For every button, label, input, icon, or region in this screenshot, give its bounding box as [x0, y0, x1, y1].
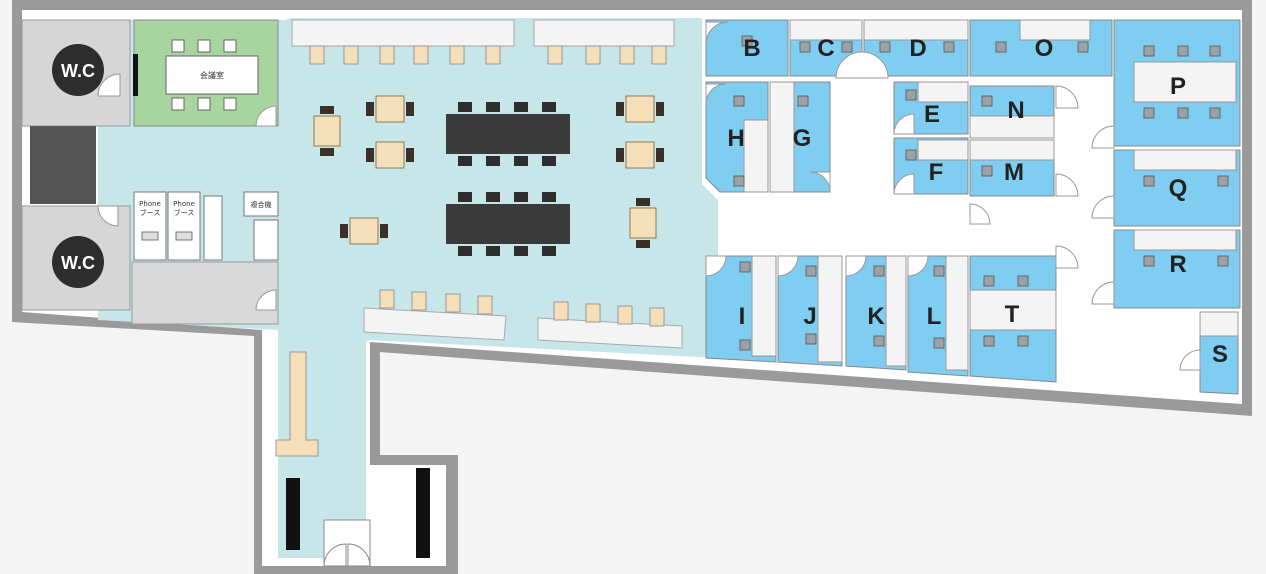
large-table-chairs	[458, 102, 556, 256]
room-label-K: K	[867, 303, 885, 330]
phone-booth-2-line2: ブース	[174, 208, 195, 217]
meeting-chairs	[171, 39, 237, 111]
multifunction-printer	[243, 191, 279, 217]
room-labels: B C D O P H G E N F M Q R I J K L T S	[727, 35, 1228, 368]
stair-block	[30, 126, 96, 204]
room-label-O: O	[1035, 35, 1054, 62]
wc-badge-bottom	[52, 236, 104, 288]
room-chairs	[733, 35, 1229, 351]
phone-booth-1-seat	[141, 231, 159, 241]
entrance-door	[323, 519, 371, 567]
counter-bottom-left	[363, 307, 507, 341]
storage-room	[131, 261, 279, 325]
room-label-G: G	[793, 125, 812, 152]
door-swing-storage	[255, 289, 277, 311]
room-label-J: J	[803, 303, 816, 330]
reception-counter	[275, 351, 319, 457]
room-B	[705, 19, 789, 77]
entrance-wall-right	[416, 468, 430, 558]
large-table-top	[446, 114, 570, 154]
phone-booth-2-line1: Phone	[173, 200, 195, 208]
room-label-C: C	[817, 35, 834, 62]
room-label-P: P	[1170, 73, 1186, 100]
counter-top-right	[533, 19, 675, 47]
large-table-bottom	[446, 204, 570, 244]
room-label-H: H	[727, 125, 744, 152]
phone-booth-2	[167, 191, 201, 261]
small-tables	[313, 95, 657, 245]
wc-label-top: W.C	[61, 61, 95, 81]
room-label-I: I	[739, 303, 746, 330]
entrance-wall-left	[286, 478, 300, 550]
room-label-M: M	[1004, 159, 1024, 186]
counter-stools-bottom	[379, 289, 665, 327]
door-swing-meeting	[255, 105, 277, 127]
wc-label-bottom: W.C	[61, 253, 95, 273]
phone-booth-2-seat	[175, 231, 193, 241]
counter-top-left	[291, 19, 515, 47]
room-label-L: L	[927, 303, 942, 330]
counter-bottom-right	[537, 317, 683, 349]
room-label-R: R	[1169, 251, 1186, 278]
entrance-door-swing	[323, 543, 371, 567]
room-label-D: D	[909, 35, 926, 62]
room-label-Q: Q	[1169, 175, 1188, 202]
door-swing-wc-top	[97, 73, 121, 97]
room-door-swings	[705, 21, 1201, 371]
multifunction-label: 複合機	[251, 200, 272, 209]
room-desks	[743, 19, 1239, 371]
meeting-table	[165, 55, 259, 95]
room-label-E: E	[924, 101, 940, 128]
counter-stools-top	[309, 45, 667, 65]
room-label-N: N	[1007, 97, 1024, 124]
small-table-chairs	[320, 102, 664, 248]
phone-booth-1-line2: ブース	[140, 208, 161, 217]
meeting-room-label: 会議室	[200, 70, 224, 80]
phone-booth-1-line1: Phone	[139, 200, 161, 208]
room-label-S: S	[1212, 341, 1228, 368]
wc-badge-top	[52, 44, 104, 96]
meeting-screen	[133, 54, 138, 96]
room-label-F: F	[929, 159, 944, 186]
door-swing-wc-bottom	[97, 205, 119, 227]
phone-booth-1	[133, 191, 167, 261]
printer-cabinet	[253, 219, 279, 261]
counter-block	[203, 195, 223, 261]
room-label-T: T	[1005, 301, 1020, 328]
room-label-B: B	[743, 35, 760, 62]
